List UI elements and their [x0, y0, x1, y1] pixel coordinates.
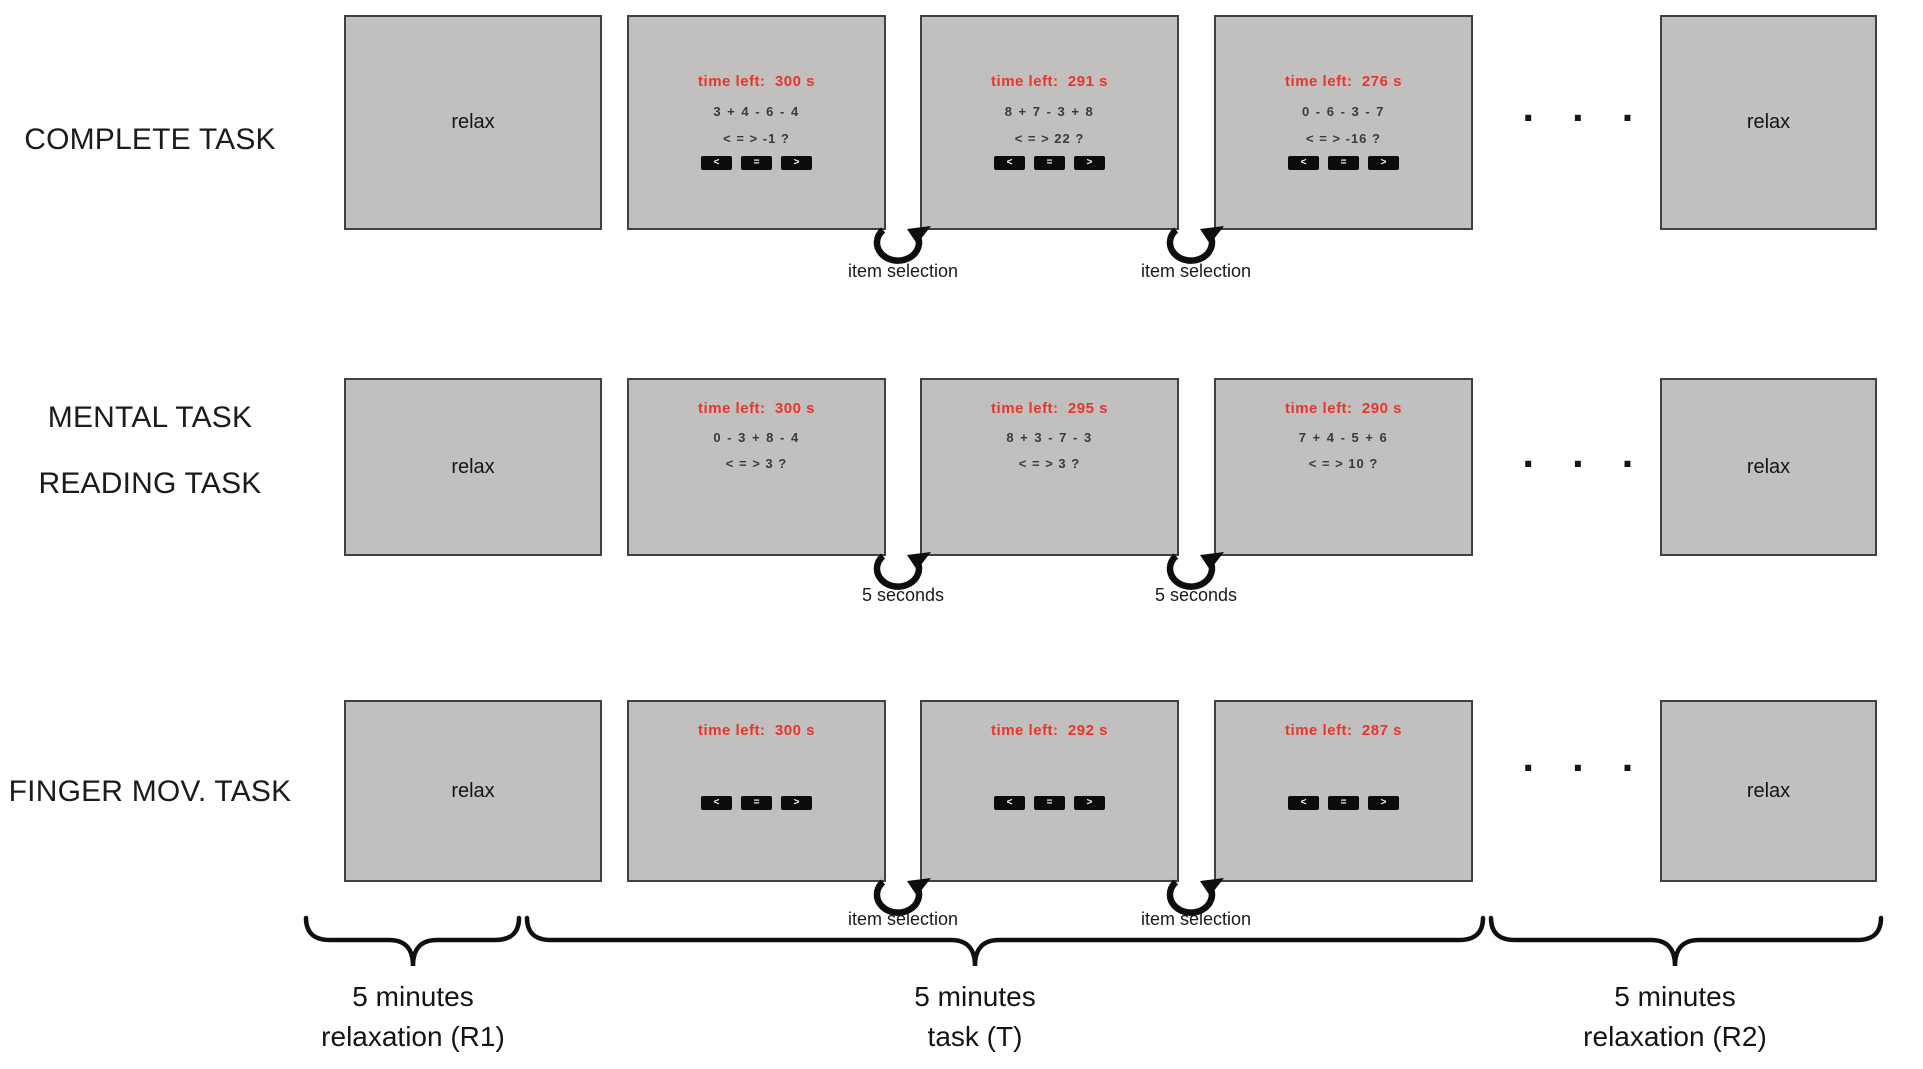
- transition-arrow-icon: [1166, 552, 1224, 590]
- response-buttons: < = >: [701, 156, 812, 170]
- response-buttons: < = >: [1288, 796, 1399, 810]
- task-screen: time left: 295 s 8 + 3 - 7 - 3 < = > 3 ?: [920, 378, 1179, 556]
- greater-than-button: >: [1368, 156, 1399, 170]
- transition-caption: 5 seconds: [861, 585, 945, 605]
- arithmetic-expression: 7 + 4 - 5 + 6: [1298, 430, 1389, 445]
- arithmetic-expression: 8 + 7 - 3 + 8: [1004, 104, 1095, 119]
- task-screen: time left: 291 s 8 + 7 - 3 + 8 < = > 22 …: [920, 15, 1179, 230]
- relax-screen: relax: [344, 700, 602, 882]
- comparison-prompt: < = > -1 ?: [723, 131, 790, 146]
- task-screen: time left: 276 s 0 - 6 - 3 - 7 < = > -16…: [1214, 15, 1473, 230]
- equal-button: =: [1328, 156, 1359, 170]
- arithmetic-expression: 0 - 6 - 3 - 7: [1301, 104, 1386, 119]
- task-screen: time left: 300 s 3 + 4 - 6 - 4 < = > -1 …: [627, 15, 886, 230]
- phase-duration-label: 5 minutes: [1614, 981, 1736, 1012]
- task-screen: time left: 287 s < = >: [1214, 700, 1473, 882]
- less-than-button: <: [994, 156, 1025, 170]
- arithmetic-expression: 8 + 3 - 7 - 3: [1006, 430, 1093, 445]
- phase-name-label: relaxation (R1): [321, 1021, 505, 1052]
- row-label-finger-mov-task: FINGER MOV. TASK: [8, 775, 292, 808]
- equal-button: =: [1034, 156, 1065, 170]
- comparison-prompt: < = > 3 ?: [1018, 456, 1081, 471]
- transition-arrow-icon: [873, 878, 931, 916]
- ellipsis-dots: · · ·: [1522, 440, 1648, 487]
- transition-arrow-icon: [1166, 878, 1224, 916]
- relax-label: relax: [451, 779, 495, 802]
- transition-caption: 5 seconds: [1154, 585, 1238, 605]
- task-screen: time left: 300 s < = >: [627, 700, 886, 882]
- greater-than-button: >: [1074, 796, 1105, 810]
- phase-duration-label: 5 minutes: [352, 981, 474, 1012]
- time-left-text: time left: 292 s: [991, 722, 1108, 739]
- relax-label: relax: [1746, 455, 1791, 478]
- transition-arrow-icon: [873, 226, 931, 264]
- relax-label: relax: [451, 455, 495, 478]
- response-buttons: < = >: [994, 796, 1105, 810]
- task-screen: time left: 290 s 7 + 4 - 5 + 6 < = > 10 …: [1214, 378, 1473, 556]
- equal-button: =: [1034, 796, 1065, 810]
- transition-arrow-icon: [1166, 226, 1224, 264]
- greater-than-button: >: [781, 156, 812, 170]
- phase-name-label: relaxation (R2): [1583, 1021, 1767, 1052]
- task-screen: time left: 300 s 0 - 3 + 8 - 4 < = > 3 ?: [627, 378, 886, 556]
- response-buttons: < = >: [994, 156, 1105, 170]
- less-than-button: <: [701, 156, 732, 170]
- response-buttons: < = >: [701, 796, 812, 810]
- equal-button: =: [741, 796, 772, 810]
- less-than-button: <: [1288, 156, 1319, 170]
- relax-label: relax: [451, 111, 495, 133]
- relax-screen: relax: [1660, 700, 1877, 882]
- transition-caption: item selection: [1140, 261, 1252, 281]
- time-left-text: time left: 295 s: [991, 400, 1108, 417]
- greater-than-button: >: [1074, 156, 1105, 170]
- task-screen: time left: 292 s < = >: [920, 700, 1179, 882]
- transition-caption: item selection: [847, 909, 959, 929]
- row-label-mental-task: MENTAL TASK: [47, 401, 253, 434]
- arithmetic-expression: 3 + 4 - 6 - 4: [713, 104, 800, 119]
- relax-screen: relax: [1660, 378, 1877, 556]
- comparison-prompt: < = > 10 ?: [1308, 456, 1379, 471]
- phase-name-label: task (T): [927, 1021, 1023, 1052]
- comparison-prompt: < = > -16 ?: [1306, 131, 1381, 146]
- greater-than-button: >: [781, 796, 812, 810]
- less-than-button: <: [994, 796, 1025, 810]
- time-left-text: time left: 290 s: [1285, 400, 1402, 417]
- row-label-complete-task: COMPLETE TASK: [24, 123, 276, 156]
- phase-braces: [303, 915, 1884, 967]
- curly-brace-task: [524, 915, 1486, 967]
- less-than-button: <: [701, 796, 732, 810]
- time-left-text: time left: 276 s: [1285, 73, 1402, 90]
- curly-brace-r2: [1488, 915, 1884, 967]
- curly-brace-r1: [303, 915, 522, 967]
- relax-screen: relax: [1660, 15, 1877, 230]
- greater-than-button: >: [1368, 796, 1399, 810]
- transition-arrow-icon: [873, 552, 931, 590]
- equal-button: =: [1328, 796, 1359, 810]
- relax-label: relax: [1746, 779, 1791, 802]
- time-left-text: time left: 300 s: [698, 73, 815, 90]
- ellipsis-dots: · · ·: [1522, 94, 1648, 141]
- equal-button: =: [741, 156, 772, 170]
- time-left-text: time left: 287 s: [1285, 722, 1402, 739]
- response-buttons: < = >: [1288, 156, 1399, 170]
- relax-screen: relax: [344, 378, 602, 556]
- row-label-reading-task: READING TASK: [38, 467, 262, 500]
- time-left-text: time left: 300 s: [698, 400, 815, 417]
- comparison-prompt: < = > 3 ?: [725, 456, 788, 471]
- time-left-text: time left: 291 s: [991, 73, 1108, 90]
- transition-caption: item selection: [847, 261, 959, 281]
- transition-caption: item selection: [1140, 909, 1252, 929]
- relax-screen: relax: [344, 15, 602, 230]
- relax-label: relax: [1746, 111, 1791, 133]
- arithmetic-expression: 0 - 3 + 8 - 4: [713, 430, 800, 445]
- ellipsis-dots: · · ·: [1522, 744, 1648, 791]
- comparison-prompt: < = > 22 ?: [1014, 131, 1085, 146]
- phase-duration-label: 5 minutes: [914, 981, 1036, 1012]
- time-left-text: time left: 300 s: [698, 722, 815, 739]
- less-than-button: <: [1288, 796, 1319, 810]
